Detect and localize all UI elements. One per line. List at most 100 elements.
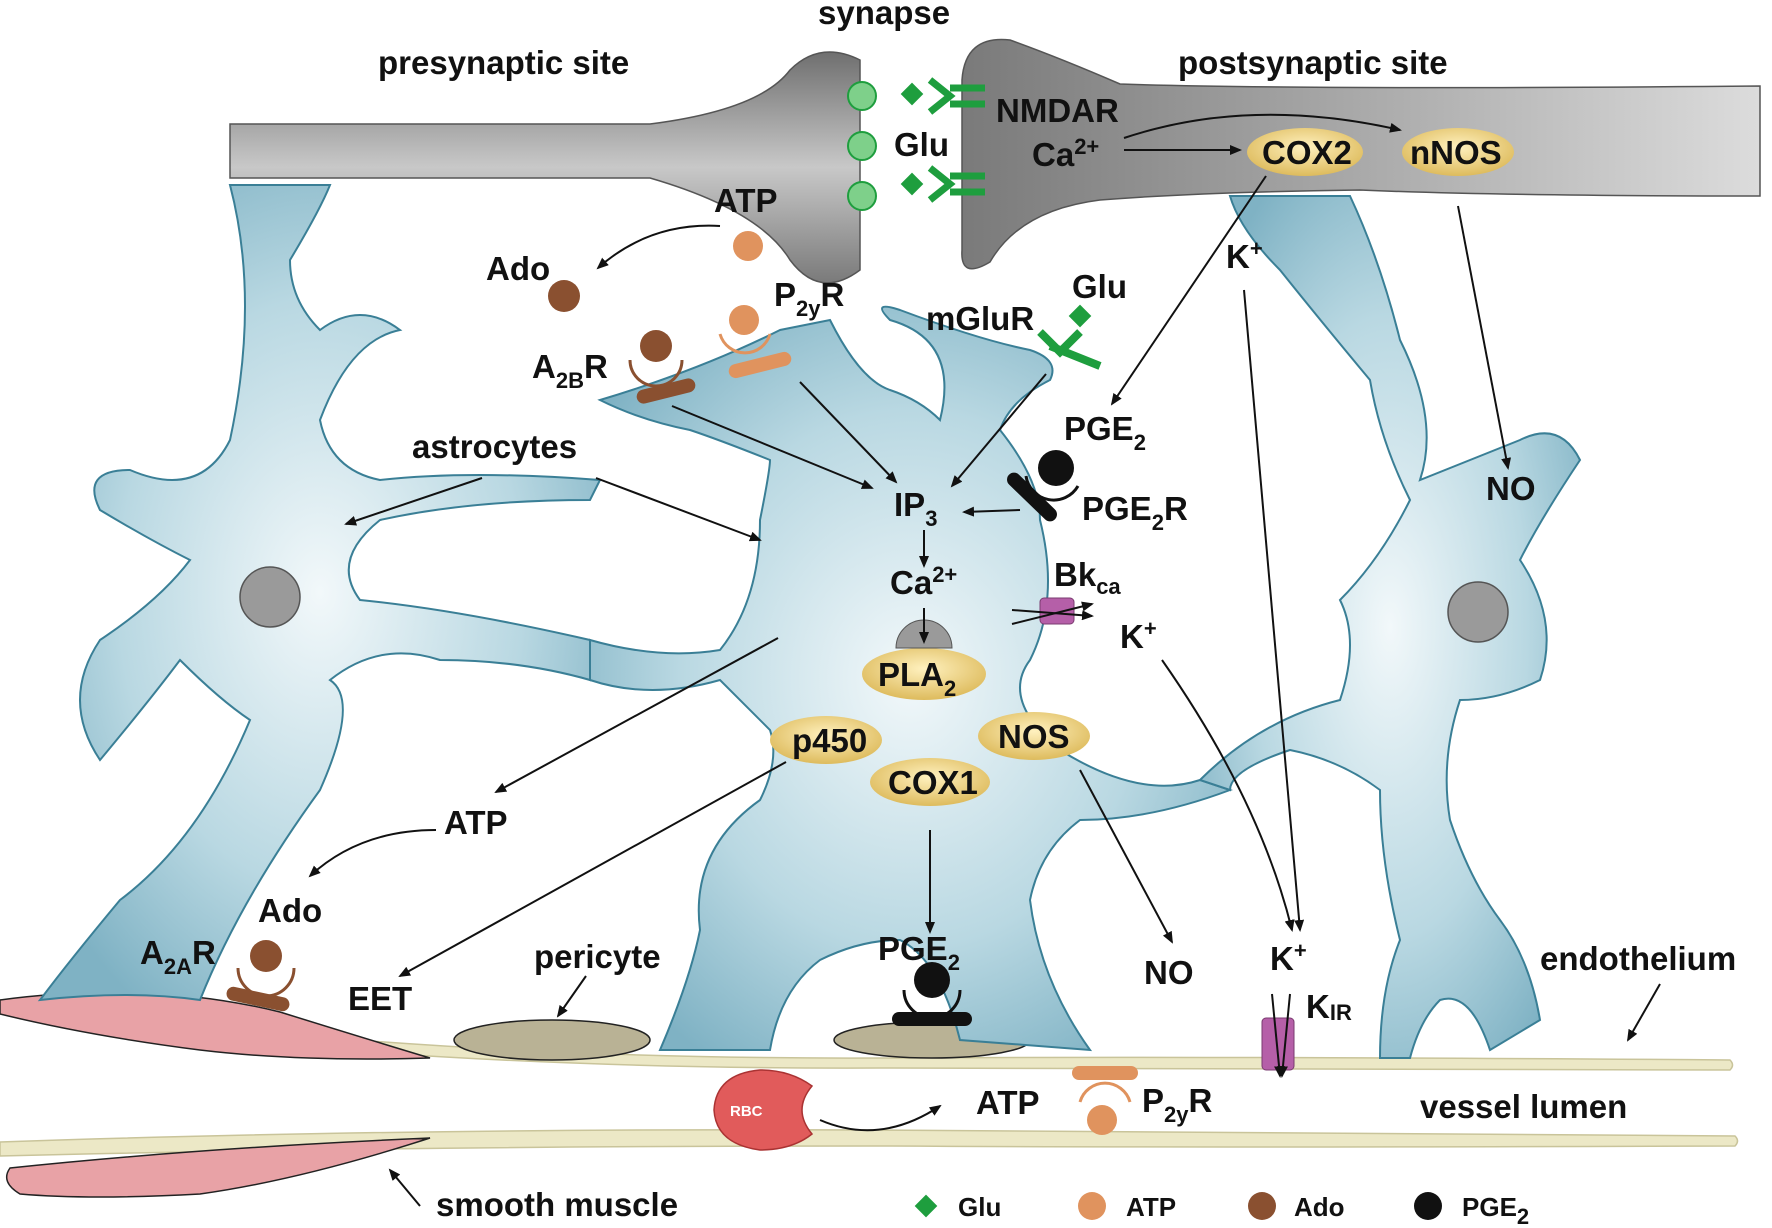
label-pla2: PLA2 [878, 656, 956, 701]
glu-on-mglur [1068, 304, 1092, 328]
label-bkca: Bkca [1054, 556, 1121, 599]
astrocyte-left-nucleus [239, 566, 301, 628]
label-pericyte: pericyte [534, 938, 661, 975]
label-p450: p450 [792, 722, 867, 759]
enzyme-cox2 [1247, 128, 1363, 176]
label-ado-top: Ado [486, 250, 550, 287]
arrow-nnos-no [1457, 205, 1512, 470]
astrocyte-left [37, 184, 602, 1002]
label-presynaptic-site: presynaptic site [378, 44, 629, 81]
arrow-astro-atp [494, 637, 779, 793]
label-pge2-mid: PGE2 [1064, 410, 1146, 455]
label-p2yr-low: P2yR [1142, 1082, 1213, 1127]
smooth-muscle-bottom [5, 1137, 431, 1198]
pericyte-left [453, 1019, 651, 1061]
legend-ado-label: Ado [1294, 1192, 1345, 1222]
glu-molecule-1 [900, 82, 924, 106]
arrow-kir-1 [1271, 993, 1285, 1078]
vesicle-1 [847, 81, 877, 111]
arrow-smooth-muscle [388, 1168, 421, 1207]
label-astrocytes: astrocytes [412, 428, 577, 465]
label-k-low: K+ [1270, 938, 1307, 977]
atp-on-p2yr-low [1087, 1105, 1117, 1135]
a2br-cup [628, 359, 684, 388]
arrow-atp-ado-top [596, 224, 721, 270]
label-k-mid: K+ [1120, 616, 1157, 655]
vessel-wall-top [0, 999, 1734, 1071]
arrow-pericyte [556, 975, 587, 1018]
label-postsynaptic-site: postsynaptic site [1178, 44, 1448, 81]
label-eet: EET [348, 980, 412, 1017]
label-p2yr-top: P2yR [774, 276, 845, 321]
vesicle-3 [847, 181, 877, 211]
label-nmdar: NMDAR [996, 92, 1119, 129]
arrow-bkca-out-2 [1011, 601, 1094, 625]
label-nos: NOS [998, 718, 1070, 755]
glu-molecule-2 [900, 172, 924, 196]
pge2-on-pericyte [914, 962, 950, 998]
arrow-k-mid-down [1161, 659, 1295, 932]
enzyme-pla2 [862, 648, 986, 700]
label-atp-lumen: ATP [976, 1084, 1040, 1121]
label-a2br: A2BR [532, 348, 608, 393]
label-synapse: synapse [818, 0, 950, 31]
legend-ado-icon [1248, 1192, 1276, 1220]
ado-molecule-top [548, 280, 580, 312]
atp-molecule-top [733, 231, 763, 261]
label-mglur: mGluR [926, 300, 1034, 337]
label-smooth-muscle: smooth muscle [436, 1186, 678, 1223]
pge2r-receptor [1007, 472, 1057, 522]
nmdar-receptor-1 [927, 77, 985, 115]
atp-on-p2yr [729, 305, 759, 335]
label-atp-left: ATP [444, 804, 508, 841]
bkca-channel [1039, 597, 1075, 625]
enzyme-p450 [770, 716, 882, 764]
arrow-astro-center [595, 477, 762, 542]
arrow-endothelium [1627, 983, 1661, 1042]
label-endothelium: endothelium [1540, 940, 1736, 977]
label-cox1: COX1 [888, 764, 978, 801]
arrow-cox2-pge2 [1110, 175, 1267, 406]
label-rbc: RBC [730, 1103, 763, 1120]
arrow-p2yr-ip3 [799, 381, 898, 484]
a2br-receptor [636, 378, 696, 404]
label-vessel-lumen: vessel lumen [1420, 1088, 1627, 1125]
enzyme-nnos [1402, 128, 1514, 176]
arrow-ca-nnos [1123, 113, 1402, 139]
label-pge2r: PGE2R [1082, 490, 1188, 535]
arrow-kir-2 [1277, 993, 1291, 1078]
label-kir: KIR [1306, 988, 1352, 1025]
vesicle-2 [847, 131, 877, 161]
label-cox2: COX2 [1262, 134, 1352, 171]
pericyte-receptor [892, 1012, 972, 1026]
label-ado-left: Ado [258, 892, 322, 929]
enzyme-cox1 [870, 758, 990, 806]
astrocyte-right [1198, 195, 1582, 1059]
label-glu-synapse: Glu [894, 126, 949, 163]
enzyme-nos [978, 712, 1090, 760]
nmdar-receptor-2 [927, 165, 985, 203]
p2yr-low-receptor [1072, 1066, 1138, 1080]
mglur-receptor [1037, 329, 1102, 370]
ado-on-a2ar [250, 940, 282, 972]
label-k-top: K+ [1226, 236, 1263, 275]
label-nnos: nNOS [1410, 134, 1502, 171]
legend-atp-label: ATP [1126, 1192, 1176, 1222]
legend-pge2-label: PGE2 [1462, 1192, 1529, 1228]
p2yr-low-cup [1078, 1081, 1132, 1103]
legend-atp-icon [1078, 1192, 1106, 1220]
arrow-p450-eet [398, 761, 787, 977]
arrow-atp-ado-left [308, 829, 437, 878]
label-ip3: IP3 [894, 486, 937, 531]
a2ar-receptor [226, 986, 290, 1012]
presynaptic-axon [229, 51, 861, 284]
arrow-astro-left [344, 477, 483, 526]
legend-glu-label: Glu [958, 1192, 1001, 1222]
legend: Glu ATP Ado PGE2 [914, 1192, 1529, 1228]
label-atp-top: ATP [714, 182, 778, 219]
p2yr-top-receptor [728, 351, 792, 379]
label-glu-mglur: Glu [1072, 268, 1127, 305]
label-pge2-low: PGE2 [878, 930, 960, 975]
legend-pge2-icon [1414, 1192, 1442, 1220]
